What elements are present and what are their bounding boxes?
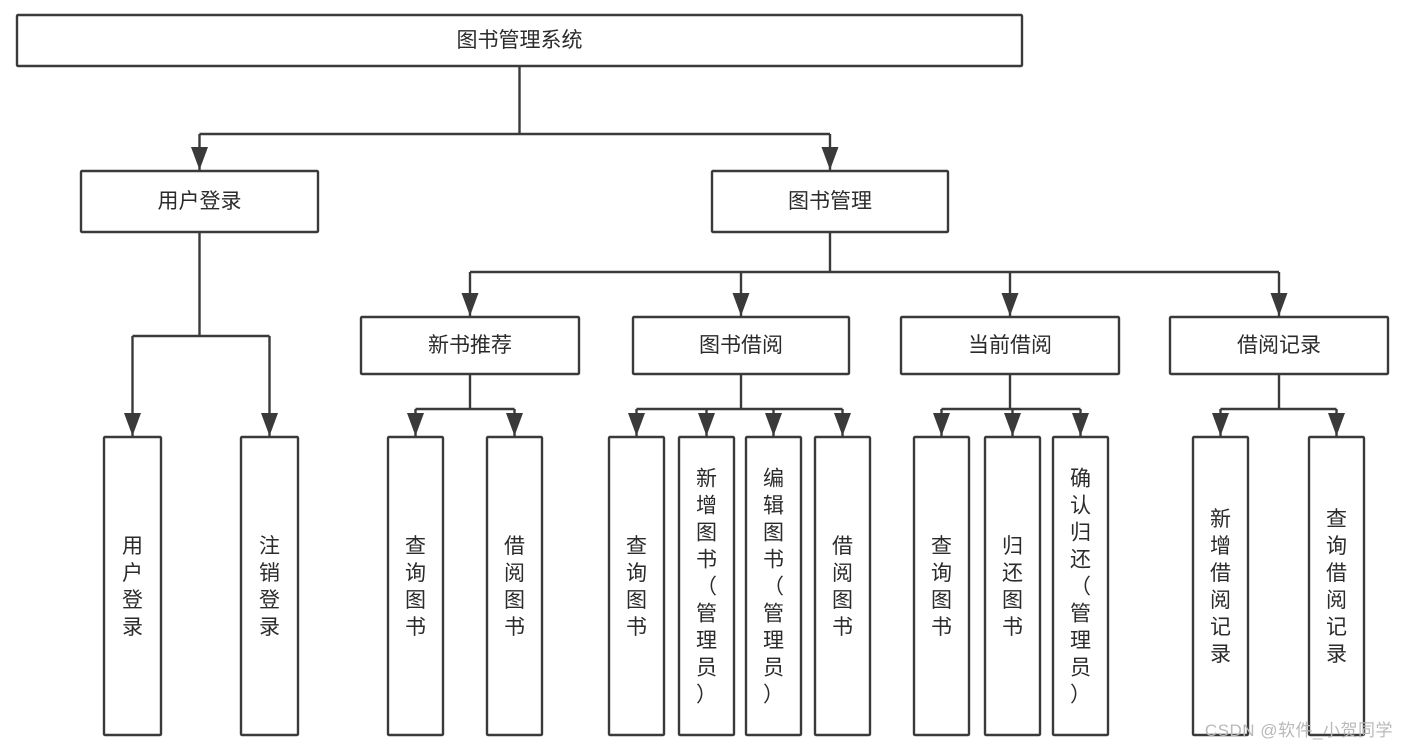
node-leaf-query-record-box[interactable] xyxy=(1307,435,1366,737)
arrow-head-icon xyxy=(821,147,839,170)
node-leaf-logout-label: 注销登录 xyxy=(259,535,280,639)
node-leaf-borrow-book-2[interactable]: 借阅图书 xyxy=(813,435,872,737)
node-leaf-query-book-1-label: 查询图书 xyxy=(405,535,426,639)
node-book-manage[interactable]: 图书管理 xyxy=(710,169,950,234)
node-leaf-add-book-label: 新增图书（管理员） xyxy=(696,468,717,707)
node-leaf-add-record[interactable]: 新增借阅记录 xyxy=(1191,435,1250,737)
arrow-head-icon xyxy=(1001,293,1019,316)
node-leaf-query-book-3[interactable]: 查询图书 xyxy=(912,435,971,737)
node-new-book-recommend-box[interactable] xyxy=(359,315,581,376)
node-leaf-edit-book-box[interactable] xyxy=(744,435,803,737)
node-book-manage-box[interactable] xyxy=(710,169,950,234)
connectors-layer xyxy=(124,66,1345,436)
node-leaf-confirm-return-label: 确认归还（管理员） xyxy=(1070,468,1091,707)
arrow-head-icon xyxy=(765,413,782,436)
node-leaf-logout[interactable]: 注销登录 xyxy=(239,435,300,737)
node-leaf-borrow-book-1-label: 借阅图书 xyxy=(504,535,525,639)
nodes-layer: 图书管理系统用户登录图书管理新书推荐图书借阅当前借阅借阅记录用户登录注销登录查询… xyxy=(15,13,1390,737)
arrow-head-icon xyxy=(191,147,208,170)
node-user-login-box[interactable] xyxy=(79,169,320,234)
node-book-borrow-box[interactable] xyxy=(631,315,851,376)
node-root-box[interactable] xyxy=(15,13,1024,68)
arrow-head-icon xyxy=(261,413,278,436)
node-leaf-add-book-box[interactable] xyxy=(677,435,736,737)
node-leaf-borrow-book-2-box[interactable] xyxy=(813,435,872,737)
node-new-book-recommend[interactable]: 新书推荐 xyxy=(359,315,581,376)
arrow-head-icon xyxy=(407,413,424,436)
node-leaf-query-book-2-box[interactable] xyxy=(607,435,666,737)
node-leaf-query-book-3-box[interactable] xyxy=(912,435,971,737)
node-leaf-user-login-label: 用户登录 xyxy=(122,535,143,639)
node-book-borrow[interactable]: 图书借阅 xyxy=(631,315,851,376)
node-leaf-user-login[interactable]: 用户登录 xyxy=(102,435,163,737)
arrow-head-icon xyxy=(1328,413,1345,436)
node-leaf-query-record[interactable]: 查询借阅记录 xyxy=(1307,435,1366,737)
node-current-borrow[interactable]: 当前借阅 xyxy=(899,315,1121,376)
node-root[interactable]: 图书管理系统 xyxy=(15,13,1024,68)
node-user-login[interactable]: 用户登录 xyxy=(79,169,320,234)
node-leaf-add-book[interactable]: 新增图书（管理员） xyxy=(677,435,736,737)
arrow-head-icon xyxy=(461,293,479,316)
node-leaf-edit-book[interactable]: 编辑图书（管理员） xyxy=(744,435,803,737)
node-leaf-query-book-2-label: 查询图书 xyxy=(626,535,647,639)
node-leaf-query-book-2[interactable]: 查询图书 xyxy=(607,435,666,737)
arrow-head-icon xyxy=(933,413,950,436)
node-leaf-borrow-book-2-label: 借阅图书 xyxy=(832,535,853,639)
arrow-head-icon xyxy=(1004,413,1021,436)
arrow-head-icon xyxy=(834,413,851,436)
node-leaf-borrow-book-1-box[interactable] xyxy=(485,435,544,737)
node-leaf-query-book-1[interactable]: 查询图书 xyxy=(386,435,445,737)
node-book-borrow-label: 图书借阅 xyxy=(699,334,783,357)
node-leaf-query-book-1-box[interactable] xyxy=(386,435,445,737)
node-leaf-query-book-3-label: 查询图书 xyxy=(931,535,952,639)
node-leaf-query-record-label: 查询借阅记录 xyxy=(1326,508,1347,666)
arrow-head-icon xyxy=(124,413,141,436)
node-user-login-label: 用户登录 xyxy=(158,190,242,213)
arrow-head-icon xyxy=(732,293,750,316)
node-leaf-return-book-box[interactable] xyxy=(983,435,1042,737)
node-book-manage-label: 图书管理 xyxy=(788,190,872,213)
node-leaf-add-record-box[interactable] xyxy=(1191,435,1250,737)
node-leaf-confirm-return[interactable]: 确认归还（管理员） xyxy=(1051,435,1110,737)
node-current-borrow-box[interactable] xyxy=(899,315,1121,376)
node-leaf-return-book-label: 归还图书 xyxy=(1002,535,1023,639)
node-root-label: 图书管理系统 xyxy=(457,29,583,52)
node-new-book-recommend-label: 新书推荐 xyxy=(428,334,512,357)
arrow-head-icon xyxy=(628,413,645,436)
node-leaf-return-book[interactable]: 归还图书 xyxy=(983,435,1042,737)
node-current-borrow-label: 当前借阅 xyxy=(968,334,1052,357)
node-leaf-user-login-box[interactable] xyxy=(102,435,163,737)
arrow-head-icon xyxy=(1270,293,1288,316)
node-leaf-add-record-label: 新增借阅记录 xyxy=(1210,508,1231,666)
node-borrow-record-label: 借阅记录 xyxy=(1237,334,1321,357)
arrow-head-icon xyxy=(1072,413,1089,436)
arrow-head-icon xyxy=(698,413,715,436)
node-leaf-edit-book-label: 编辑图书（管理员） xyxy=(763,468,784,707)
arrow-head-icon xyxy=(1212,413,1229,436)
node-leaf-confirm-return-box[interactable] xyxy=(1051,435,1110,737)
arrow-head-icon xyxy=(506,413,523,436)
node-leaf-borrow-book-1[interactable]: 借阅图书 xyxy=(485,435,544,737)
node-leaf-logout-box[interactable] xyxy=(239,435,300,737)
node-borrow-record-box[interactable] xyxy=(1168,315,1390,376)
node-borrow-record[interactable]: 借阅记录 xyxy=(1168,315,1390,376)
